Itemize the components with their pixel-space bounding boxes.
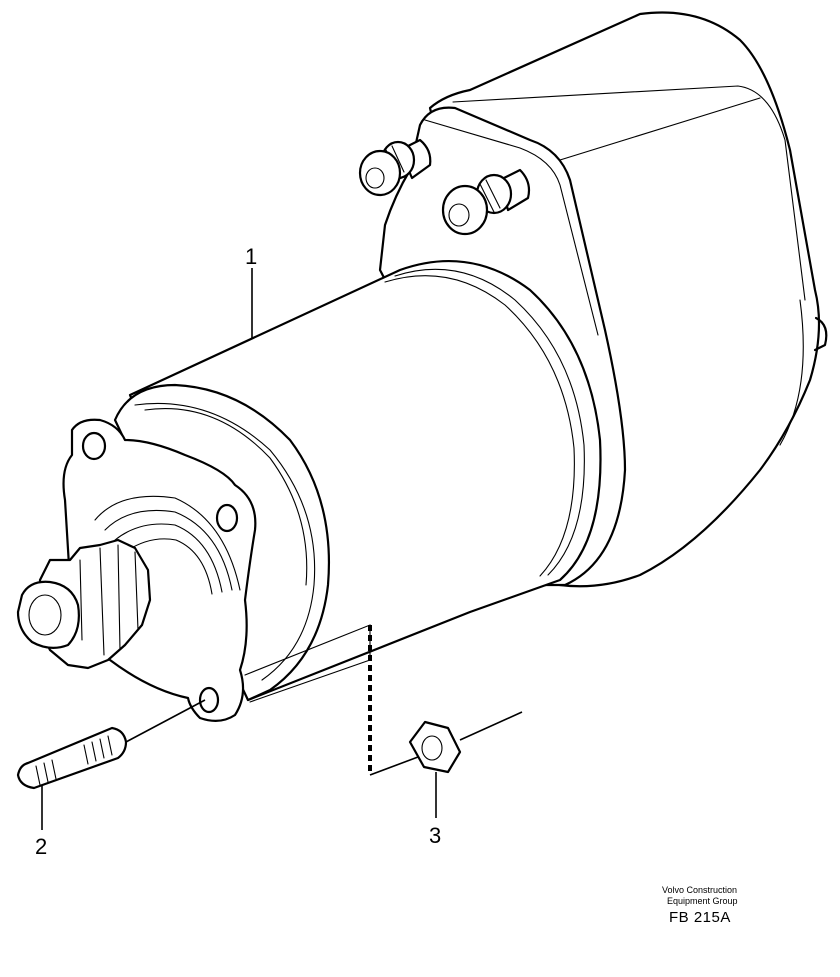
callout-2: 2 <box>35 834 47 859</box>
pinion-gear <box>16 538 152 670</box>
credit-line-2: Equipment Group <box>667 896 738 906</box>
credit-line-1: Volvo Construction <box>662 885 737 895</box>
terminal-upper <box>358 138 432 197</box>
callout-3: 3 <box>429 823 441 848</box>
hex-nut <box>368 625 523 776</box>
figure-id: FB 215A <box>669 909 731 926</box>
stud-bolt <box>16 699 206 790</box>
terminal-lower <box>441 168 531 236</box>
callout-1: 1 <box>245 244 257 269</box>
